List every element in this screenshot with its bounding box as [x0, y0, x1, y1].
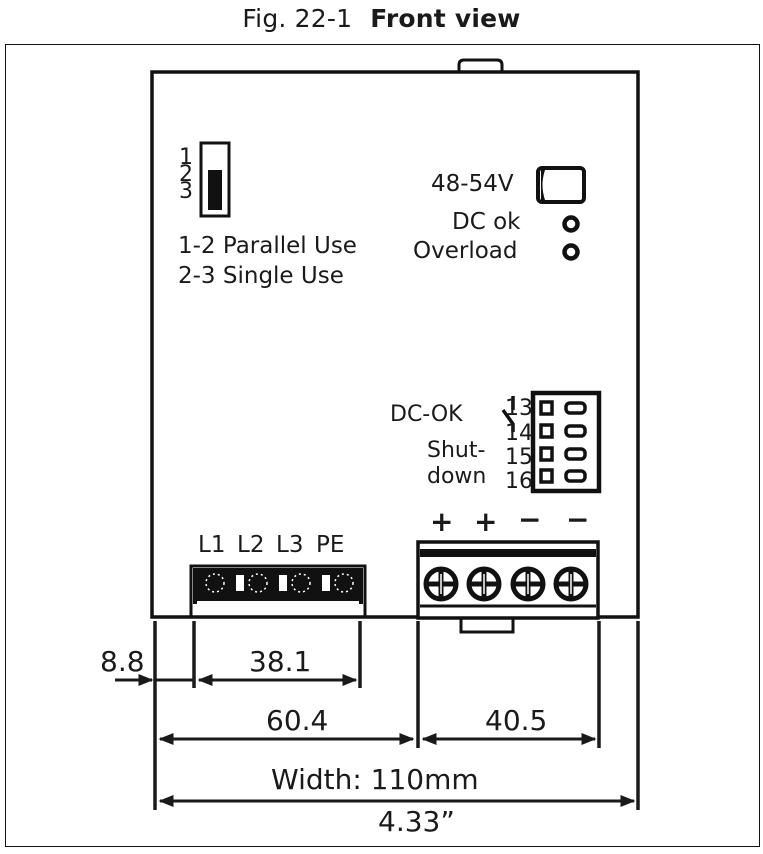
- figure-frame: [5, 44, 760, 847]
- shutdown-label-line2: down: [427, 464, 487, 489]
- pin-14-label: 14: [505, 421, 533, 446]
- jumper-legend-single: 2-3 Single Use: [178, 263, 344, 289]
- jumper-legend-parallel: 1-2 Parallel Use: [178, 233, 357, 259]
- shutdown-label-line1: Shut-: [427, 438, 486, 463]
- jumper-position-1: 1: [179, 145, 193, 170]
- dim-offset: 8.8: [100, 645, 145, 678]
- output-polarity-4: −: [566, 503, 590, 536]
- figure-title: Front view: [370, 4, 521, 33]
- device-housing: [150, 70, 640, 619]
- output-polarity-1: +: [430, 505, 454, 538]
- pin-15-label: 15: [505, 445, 533, 470]
- input-label-l2: L2: [237, 532, 265, 558]
- output-terminal-block: [416, 540, 600, 634]
- pin-13-label: 13: [505, 396, 533, 421]
- jumper-positions: 1 2 3: [179, 147, 193, 203]
- input-label-pe: PE: [316, 532, 345, 558]
- dim-total-mm: Width: 110mm: [271, 763, 479, 796]
- dim-right-section: 40.5: [485, 704, 548, 737]
- led-dc-ok-label: DC ok: [452, 209, 521, 235]
- relay-contact-icon: [501, 396, 515, 432]
- output-polarity-2: +: [474, 505, 498, 538]
- led-overload-label: Overload: [413, 238, 518, 264]
- figure-caption: Fig. 22-1 Front view: [0, 4, 763, 33]
- led-overload-icon: [562, 243, 580, 261]
- input-label-l3: L3: [276, 532, 304, 558]
- dim-total-inch: 4.33”: [378, 805, 455, 838]
- input-label-l1: L1: [198, 532, 226, 558]
- pin-16-label: 16: [505, 469, 533, 494]
- dim-input-width: 38.1: [249, 645, 312, 678]
- output-polarity-3: −: [518, 503, 542, 536]
- dc-ok-relay-label: DC-OK: [390, 402, 463, 427]
- led-dc-ok-icon: [562, 215, 580, 233]
- figure-number: Fig. 22-1: [242, 4, 353, 33]
- input-terminal-block: [189, 564, 367, 619]
- voltage-adjust-label: 48-54V: [431, 171, 514, 197]
- voltage-pot: [536, 166, 586, 204]
- jumper-position-2: 2: [179, 162, 193, 187]
- jumper-block: [208, 170, 222, 210]
- dim-left-section: 60.4: [266, 704, 329, 737]
- jumper-position-3: 3: [179, 179, 193, 204]
- rail-clip: [457, 58, 504, 72]
